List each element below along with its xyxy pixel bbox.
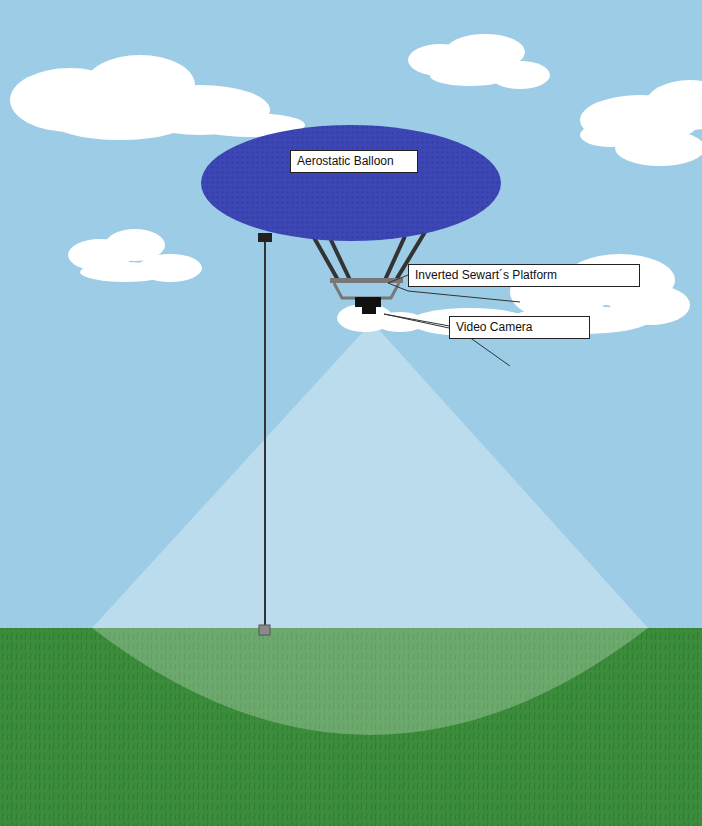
balloon-envelope [201,125,501,241]
video-camera [355,297,381,314]
cloud [580,80,702,166]
label-text: Video Camera [456,319,583,335]
tether-anchor [258,233,272,242]
cloud [10,55,305,140]
cloud [68,229,202,282]
clouds [10,34,702,336]
part-label: Inverted Sewart´s Platform [408,264,640,287]
cloud [337,304,425,332]
grass [0,628,702,826]
ground-anchor [259,625,270,635]
part-label: Aerostatic Balloon [290,150,418,173]
sky [0,0,702,628]
label-text: Inverted Sewart´s Platform [415,267,633,283]
cloud [408,34,550,89]
part-label: Video Camera [449,316,590,339]
camera-ground-footprint [92,628,648,735]
camera-view-cone [92,322,648,628]
label-text: Aerostatic Balloon [297,153,411,169]
tether-line [264,242,266,626]
